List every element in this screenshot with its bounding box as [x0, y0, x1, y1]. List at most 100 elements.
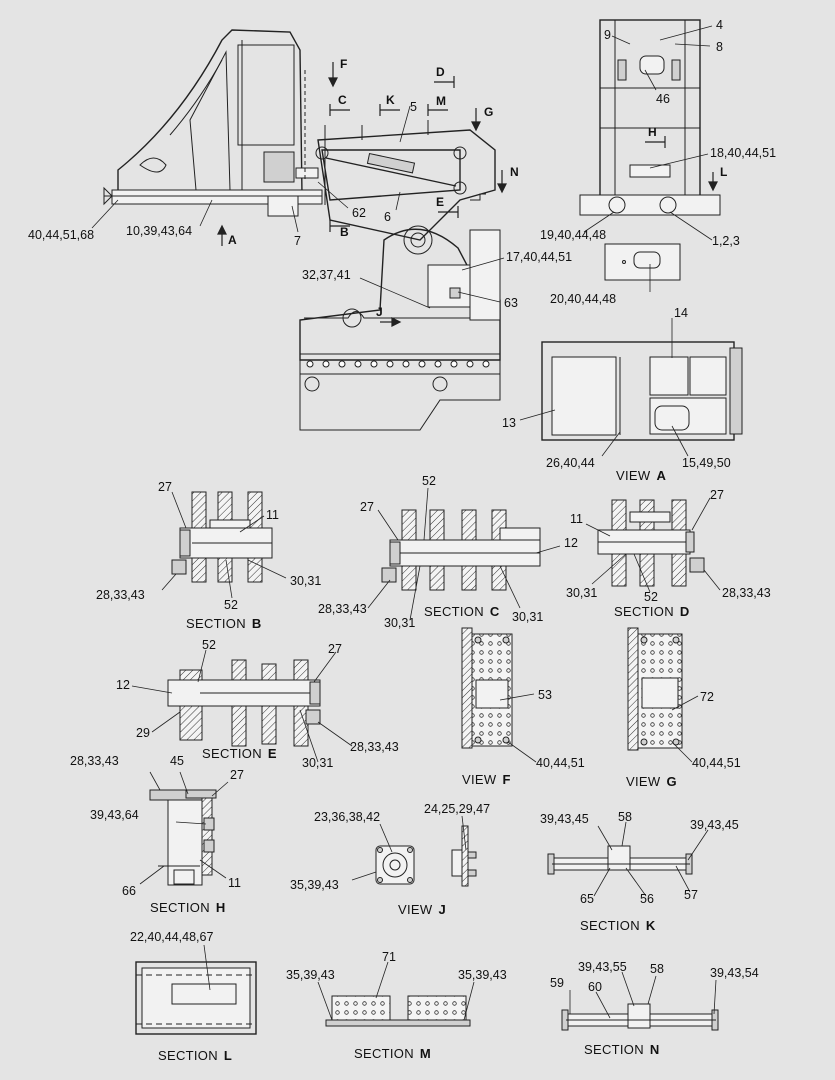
callout-label: 40,44,51 — [692, 756, 741, 770]
callout-label: 15,49,50 — [682, 456, 731, 470]
callout-label: 10,39,43,64 — [126, 224, 193, 238]
callout-label: 17,40,44,51 — [506, 250, 573, 264]
callout-label: 46 — [656, 92, 670, 106]
callout-label: 30,31 — [302, 756, 334, 770]
callout-label: 26,40,44 — [546, 456, 595, 470]
callout-label: 52 — [202, 638, 216, 652]
callout-label: 58 — [650, 962, 664, 976]
callout-label: 20,40,44,48 — [550, 292, 617, 306]
callout-label: 27 — [360, 500, 374, 514]
view-arrows — [217, 62, 718, 327]
callout-label: 30,31 — [512, 610, 544, 624]
callout-label: 4 — [716, 18, 723, 32]
view-arrow-letter: L — [720, 165, 728, 179]
callout-label: 63 — [504, 296, 518, 310]
callout-label: 59 — [550, 976, 564, 990]
view-arrow-letter: B — [340, 225, 349, 239]
callout-label: 14 — [674, 306, 688, 320]
callout-label: 30,31 — [566, 586, 598, 600]
callout-label: 13 — [502, 416, 516, 430]
callout-label: 27 — [158, 480, 172, 494]
callout-label: 56 — [640, 892, 654, 906]
callout-label: 32,37,41 — [302, 268, 351, 282]
callout-label: 40,44,51 — [536, 756, 585, 770]
callout-label: 58 — [618, 810, 632, 824]
callout-label: 1,2,3 — [712, 234, 740, 248]
view-arrow-letter: N — [510, 165, 519, 179]
callout-label: 35,39,43 — [458, 968, 507, 982]
section-m-drawing — [325, 995, 471, 1027]
section-c-drawing — [381, 509, 541, 591]
callout-label: 66 — [122, 884, 136, 898]
view-f-drawing — [461, 627, 513, 749]
callout-label: 28,33,43 — [70, 754, 119, 768]
callout-label: 12 — [564, 536, 578, 550]
view-arrow-letter: C — [338, 93, 347, 107]
section-b-drawing — [171, 491, 273, 583]
view-j-drawing — [375, 825, 477, 887]
callout-label: 9 — [604, 28, 611, 42]
callout-label: 39,43,55 — [578, 960, 627, 974]
callout-label: 22,40,44,48,67 — [130, 930, 214, 944]
section-n-drawing — [561, 1003, 719, 1031]
view-arrow-letter: A — [228, 233, 237, 247]
callout-label: 45 — [170, 754, 184, 768]
callout-label: 35,39,43 — [290, 878, 339, 892]
callout-label: 27 — [328, 642, 342, 656]
view-arrow-letter: G — [484, 105, 494, 119]
callout-label: 39,43,54 — [710, 966, 759, 980]
callout-label: 40,44,51,68 — [28, 228, 95, 242]
cab-drawing — [103, 29, 323, 217]
callout-label: 65 — [580, 892, 594, 906]
callout-label: 52 — [224, 598, 238, 612]
callout-label: 6 — [384, 210, 391, 224]
callout-label: 30,31 — [384, 616, 416, 630]
callout-label: 52 — [644, 590, 658, 604]
section-l-drawing — [135, 961, 257, 1035]
view-arrow-letter: J — [376, 305, 383, 319]
section-e-drawing — [167, 659, 321, 747]
callout-label: 18,40,44,51 — [710, 146, 777, 160]
callout-label: 72 — [700, 690, 714, 704]
callout-label: 39,43,45 — [690, 818, 739, 832]
view-arrow-letter: F — [340, 57, 348, 71]
leader-lines — [91, 25, 721, 1021]
rear-frame-drawing — [579, 19, 721, 281]
section-h-drawing — [149, 789, 217, 886]
callout-label: 11 — [570, 512, 583, 526]
frame-drawing — [315, 120, 496, 241]
callout-label: 52 — [422, 474, 436, 488]
callout-label: 11 — [266, 508, 279, 522]
callout-label: 7 — [294, 234, 301, 248]
view-arrow-letter: D — [436, 65, 445, 79]
callout-label: 71 — [382, 950, 396, 964]
callout-label: 27 — [230, 768, 244, 782]
view-arrow-letter: H — [648, 125, 657, 139]
callout-label: 28,33,43 — [318, 602, 367, 616]
callout-label: 8 — [716, 40, 723, 54]
callout-label: 39,43,64 — [90, 808, 139, 822]
callout-label: 23,36,38,42 — [314, 810, 381, 824]
callout-label: 11 — [228, 876, 241, 890]
callout-label: 29 — [136, 726, 150, 740]
callout-label: 5 — [410, 100, 417, 114]
callout-label: 19,40,44,48 — [540, 228, 607, 242]
callout-label: 60 — [588, 980, 602, 994]
callout-label: 53 — [538, 688, 552, 702]
undercarriage-drawing — [299, 225, 501, 431]
view-a-drawing — [541, 341, 743, 441]
callout-label: 24,25,29,47 — [424, 802, 491, 816]
callout-label: 62 — [352, 206, 366, 220]
view-arrow-letter: E — [436, 195, 445, 209]
